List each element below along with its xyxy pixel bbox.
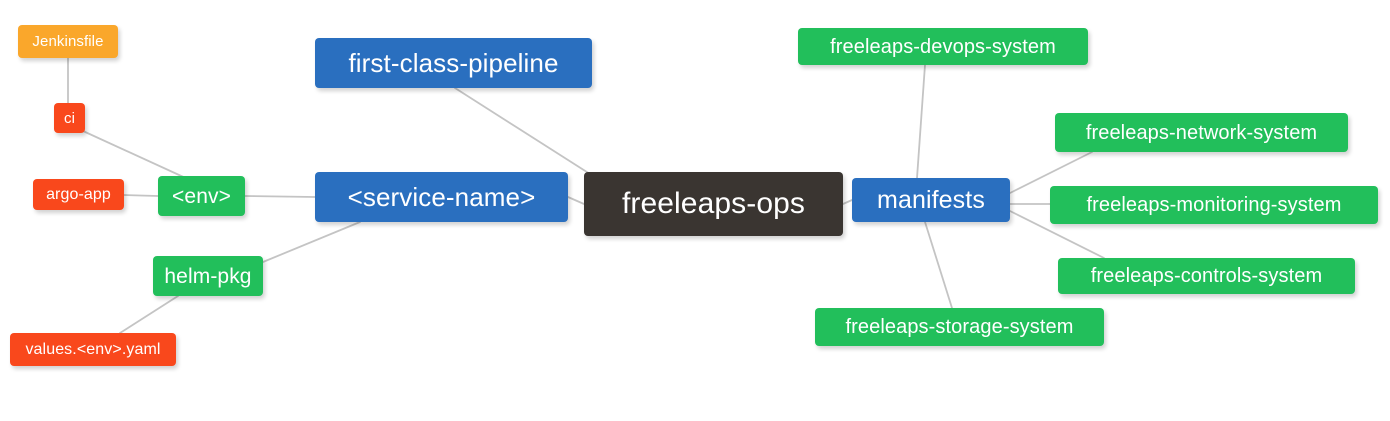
mindmap-node-label: first-class-pipeline	[348, 48, 559, 78]
mindmap-node-label: argo-app	[46, 185, 111, 203]
edge-env-to-ci	[82, 130, 191, 181]
mindmap-node-label: freeleaps-controls-system	[1090, 265, 1323, 287]
mindmap-node-label: freeleaps-monitoring-system	[1086, 194, 1342, 216]
mindmap-node-freeleaps-monitoring-system[interactable]: freeleaps-monitoring-system	[1050, 186, 1378, 224]
mindmap-node-label: Jenkinsfile	[32, 33, 104, 50]
mindmap-node-helm-pkg[interactable]: helm-pkg	[153, 256, 263, 296]
mindmap-node-label: manifests	[877, 185, 985, 214]
edge-freeleaps-ops-to-service-name	[567, 196, 585, 205]
mindmap-node-label: freeleaps-storage-system	[845, 316, 1074, 338]
mindmap-node-label: freeleaps-ops	[621, 187, 806, 220]
edge-manifests-to-freeleaps-devops-system	[916, 64, 926, 179]
mindmap-node-label: values.<env>.yaml	[25, 340, 161, 358]
mindmap-node-label: helm-pkg	[164, 264, 252, 288]
edge-freeleaps-ops-to-first-class-pipeline	[454, 87, 591, 175]
mindmap-node-manifests[interactable]: manifests	[852, 178, 1010, 222]
edge-freeleaps-ops-to-manifests	[842, 199, 853, 205]
mindmap-node-first-class-pipeline[interactable]: first-class-pipeline	[315, 38, 592, 88]
mindmap-node-freeleaps-devops-system[interactable]: freeleaps-devops-system	[798, 28, 1088, 65]
edge-service-name-to-helm-pkg	[262, 221, 361, 263]
mindmap-node-freeleaps-network-system[interactable]: freeleaps-network-system	[1055, 113, 1348, 152]
mindmap-node-label: <env>	[172, 184, 231, 208]
mindmap-node-values-env-yaml[interactable]: values.<env>.yaml	[10, 333, 176, 366]
mindmap-node-label: freeleaps-devops-system	[830, 35, 1056, 58]
mindmap-node-freeleaps-storage-system[interactable]: freeleaps-storage-system	[815, 308, 1104, 346]
mindmap-node-argo-app[interactable]: argo-app	[33, 179, 124, 210]
edge-service-name-to-env	[244, 195, 316, 198]
mindmap-node-label: freeleaps-network-system	[1085, 121, 1318, 144]
edge-helm-pkg-to-values-env-yaml	[119, 295, 179, 334]
mindmap-node-ci[interactable]: ci	[54, 103, 85, 133]
edge-manifests-to-freeleaps-storage-system	[924, 221, 953, 309]
mindmap-node-jenkinsfile[interactable]: Jenkinsfile	[18, 25, 118, 58]
mindmap-node-env[interactable]: <env>	[158, 176, 245, 216]
mindmap-node-label: <service-name>	[347, 182, 536, 212]
mindmap-node-service-name[interactable]: <service-name>	[315, 172, 568, 222]
mindmap-node-freeleaps-ops[interactable]: freeleaps-ops	[584, 172, 843, 236]
edge-env-to-argo-app	[123, 194, 159, 197]
mindmap-node-label: ci	[63, 109, 76, 127]
mindmap-node-freeleaps-controls-system[interactable]: freeleaps-controls-system	[1058, 258, 1355, 294]
